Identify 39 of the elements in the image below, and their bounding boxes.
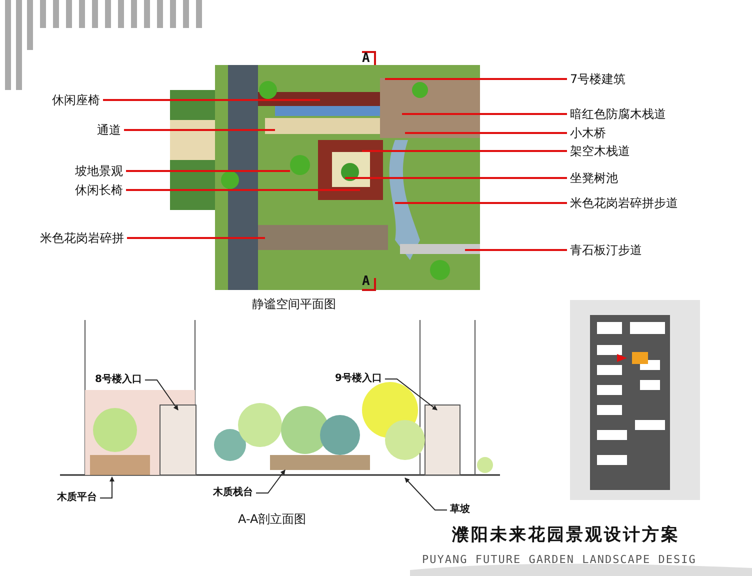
callout-label: 休闲长椅 — [75, 183, 123, 197]
leader-line — [404, 478, 448, 510]
callout-label: 坡地景观 — [75, 164, 123, 178]
callout-label: 架空木栈道 — [570, 144, 630, 158]
callout-label: 暗红色防腐木栈道 — [570, 107, 666, 121]
callout-label: 7号楼建筑 — [570, 72, 626, 86]
drawing-caption: 静谧空间平面图 — [252, 297, 336, 311]
leader-line — [465, 249, 567, 251]
callout-label: 青石板汀步道 — [570, 243, 642, 257]
callout-label: 小木桥 — [570, 126, 606, 140]
leader-line — [144, 380, 178, 410]
leader-line — [100, 476, 114, 498]
leader-line — [345, 177, 567, 179]
drawing-caption: A-A剖立面图 — [238, 512, 306, 526]
callout-label: 8号楼入口 — [95, 373, 142, 387]
subtitle: PUYANG FUTURE GARDEN LANDSCAPE DESIG — [422, 553, 696, 567]
callout-label: 木质平台 — [57, 491, 97, 505]
callout-label: 草坡 — [450, 503, 470, 517]
callout-label: 米色花岗岩碎拼步道 — [570, 196, 678, 210]
leader-line — [395, 202, 567, 204]
leader-line — [103, 99, 320, 101]
callout-label: 木质栈台 — [213, 486, 253, 500]
callout-label: 坐凳树池 — [570, 171, 618, 185]
leader-line — [405, 132, 567, 134]
leader-line — [256, 470, 286, 494]
leader-line — [384, 378, 438, 410]
leader-line — [385, 78, 567, 80]
section-mark: A — [362, 52, 370, 66]
callout-label: 休闲座椅 — [52, 93, 100, 107]
leader-line — [127, 237, 265, 239]
leader-line — [362, 150, 567, 152]
leader-line — [126, 189, 360, 191]
callout-label: 米色花岗岩碎拼 — [40, 231, 124, 245]
callout-label: 通道 — [97, 123, 121, 137]
leader-line — [126, 170, 290, 172]
callout-label: 9号楼入口 — [335, 372, 382, 386]
section-mark: A — [362, 275, 370, 289]
leader-line — [124, 129, 275, 131]
leader-line — [402, 113, 567, 115]
